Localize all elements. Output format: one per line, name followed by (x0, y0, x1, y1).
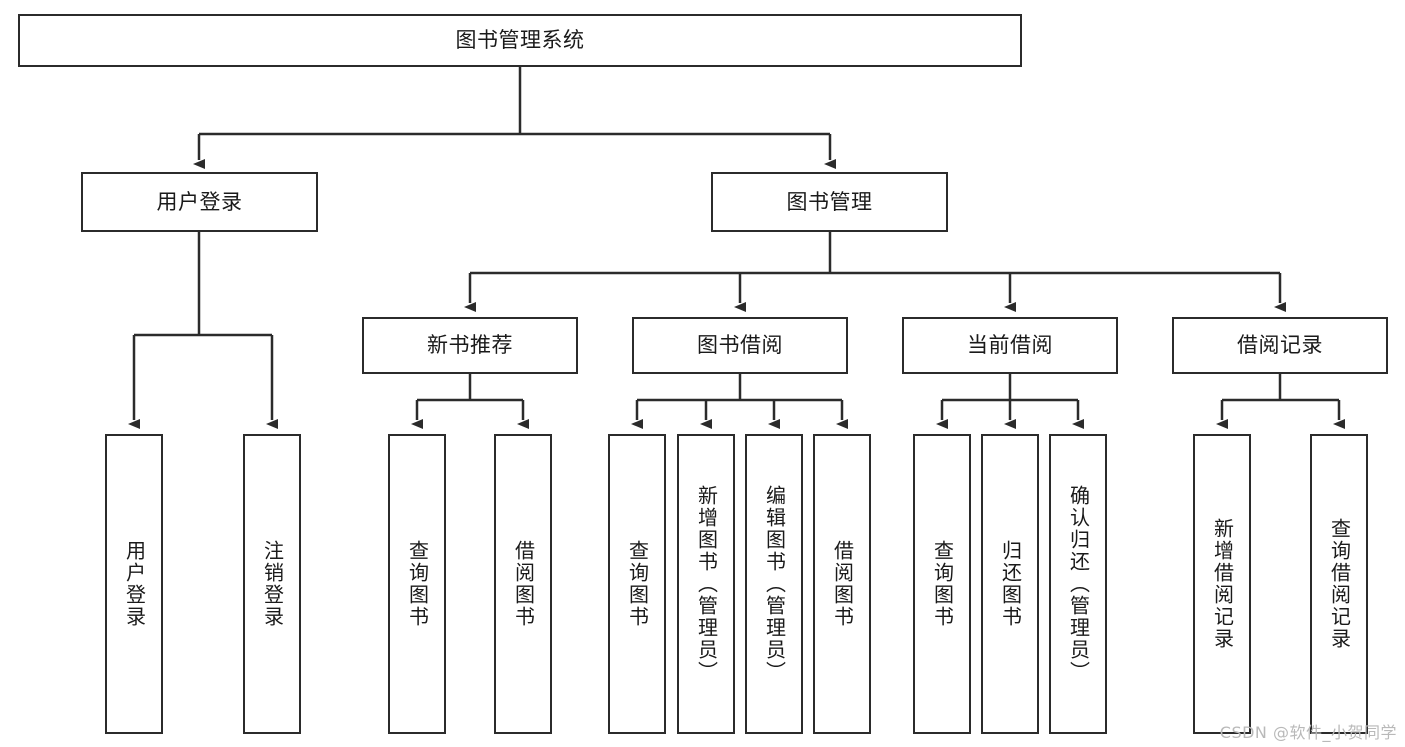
node-label: 借阅图书 (511, 540, 536, 628)
node-book-borrow[interactable]: 图书借阅 (632, 317, 848, 374)
leaf-borrow-query-book[interactable]: 查询图书 (608, 434, 666, 734)
node-label: 用户登录 (156, 189, 243, 214)
node-label: 图书管理系统 (455, 28, 585, 53)
node-label: 新增图书（管理员） (694, 485, 719, 683)
watermark: CSDN @软件_小贺同学 (1219, 723, 1397, 742)
leaf-user-login-logout[interactable]: 注销登录 (243, 434, 301, 734)
node-label: 图书借阅 (697, 333, 783, 358)
node-label: 借阅图书 (830, 540, 855, 628)
node-label: 查询借阅记录 (1327, 518, 1352, 650)
node-label: 图书管理 (786, 189, 873, 214)
node-label: 查询图书 (625, 540, 650, 628)
leaf-recommend-query-book[interactable]: 查询图书 (388, 434, 446, 734)
leaf-borrow-edit-book-admin[interactable]: 编辑图书（管理员） (745, 434, 803, 734)
leaf-recommend-borrow-book[interactable]: 借阅图书 (494, 434, 552, 734)
leaf-borrow-add-book-admin[interactable]: 新增图书（管理员） (677, 434, 735, 734)
node-label: 用户登录 (122, 540, 147, 628)
node-label: 编辑图书（管理员） (762, 485, 787, 683)
leaf-user-login-login[interactable]: 用户登录 (105, 434, 163, 734)
node-label: 借阅记录 (1237, 333, 1323, 358)
node-borrow-record[interactable]: 借阅记录 (1172, 317, 1388, 374)
node-label: 查询图书 (405, 540, 430, 628)
node-new-book-recommend[interactable]: 新书推荐 (362, 317, 578, 374)
node-label: 注销登录 (260, 540, 285, 628)
node-root-system[interactable]: 图书管理系统 (18, 14, 1022, 67)
leaf-record-query-record[interactable]: 查询借阅记录 (1310, 434, 1368, 734)
node-user-login[interactable]: 用户登录 (81, 172, 318, 232)
node-label: 当前借阅 (967, 333, 1053, 358)
node-label: 确认归还（管理员） (1066, 485, 1091, 683)
leaf-current-confirm-return-admin[interactable]: 确认归还（管理员） (1049, 434, 1107, 734)
leaf-current-query-book[interactable]: 查询图书 (913, 434, 971, 734)
node-label: 新书推荐 (427, 333, 513, 358)
leaf-current-return-book[interactable]: 归还图书 (981, 434, 1039, 734)
node-current-borrow[interactable]: 当前借阅 (902, 317, 1118, 374)
node-book-management[interactable]: 图书管理 (711, 172, 948, 232)
leaf-borrow-borrow-book[interactable]: 借阅图书 (813, 434, 871, 734)
leaf-record-add-record[interactable]: 新增借阅记录 (1193, 434, 1251, 734)
node-label: 归还图书 (998, 540, 1023, 628)
node-label: 新增借阅记录 (1210, 518, 1235, 650)
node-label: 查询图书 (930, 540, 955, 628)
